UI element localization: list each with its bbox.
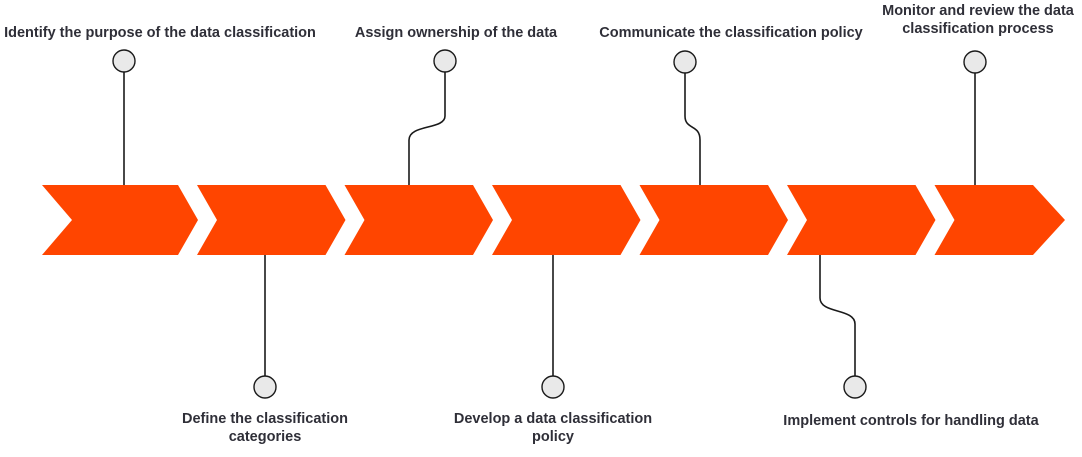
step-label-develop-policy: Develop a data classification policy: [453, 411, 653, 445]
step-marker-2: [253, 375, 277, 399]
step-marker-6: [843, 375, 867, 399]
connector-step-3: [408, 72, 446, 185]
chevron-separator-6: [915, 185, 955, 255]
step-marker-7: [963, 50, 987, 74]
chevron-separator-2: [325, 185, 365, 255]
chevron-separator-5: [768, 185, 807, 255]
arrow-band: [42, 185, 1065, 255]
step-marker-5: [673, 50, 697, 74]
step-label-monitor-review: Monitor and review the data classificati…: [882, 3, 1074, 37]
chevron-separator-4: [620, 185, 660, 255]
chevron-separator-3: [473, 185, 512, 255]
step-marker-1: [112, 49, 136, 73]
step-label-assign-ownership: Assign ownership of the data: [354, 25, 558, 41]
step-label-identify-purpose: Identify the purpose of the data classif…: [4, 25, 316, 41]
connector-step-5: [684, 73, 701, 185]
connector-step-6: [819, 255, 856, 376]
chevron-separator-1: [178, 185, 217, 255]
step-label-define-categories: Define the classification categories: [182, 411, 348, 445]
step-marker-3: [433, 49, 457, 73]
step-label-communicate-policy: Communicate the classification policy: [599, 25, 863, 41]
step-label-implement-controls: Implement controls for handling data: [783, 413, 1039, 429]
step-marker-4: [541, 375, 565, 399]
